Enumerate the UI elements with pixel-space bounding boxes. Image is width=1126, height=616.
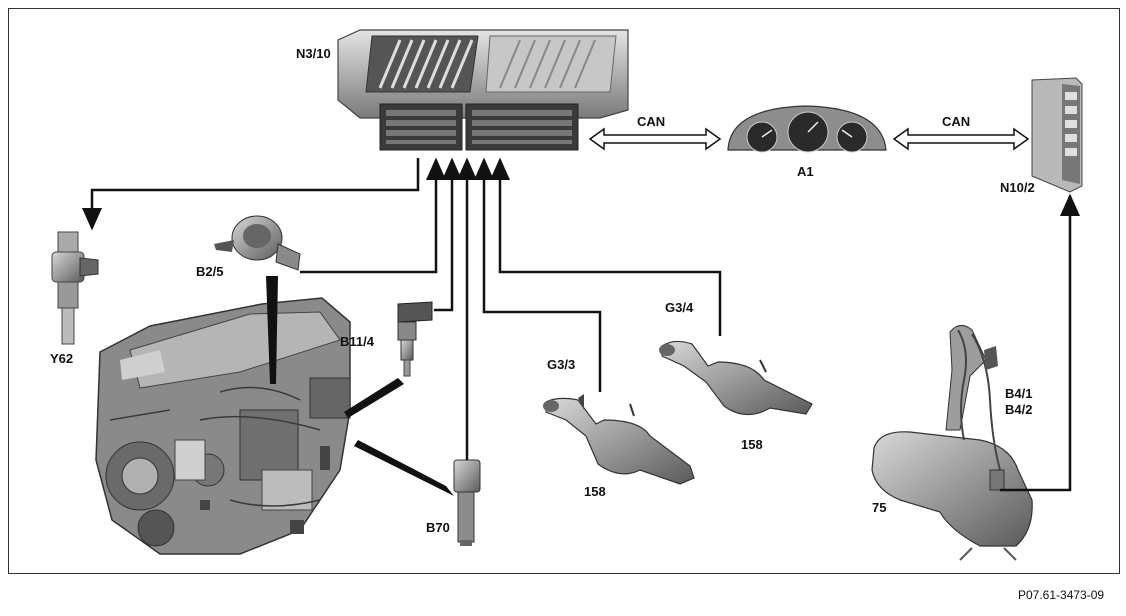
can-bus-right — [892, 127, 1030, 151]
label-can-left: CAN — [637, 114, 666, 129]
label-b11-4: B11/4 — [340, 334, 374, 349]
catalytic-converter-left — [543, 394, 695, 485]
leader-lines — [266, 276, 454, 496]
can-bus-left — [588, 127, 722, 151]
label-b4-1: B4/1 — [1005, 386, 1033, 401]
ecu-n3-10 — [337, 29, 629, 151]
figure-reference: P07.61-3473-09 — [1018, 588, 1105, 602]
engine-illustration — [95, 297, 351, 555]
label-g3-4: G3/4 — [665, 300, 694, 315]
temperature-sensor-b11-4 — [397, 301, 433, 377]
catalytic-converter-right — [659, 340, 813, 416]
instrument-cluster-a1 — [727, 105, 887, 153]
label-75: 75 — [872, 500, 887, 515]
diagram-frame — [8, 8, 1120, 574]
label-b70: B70 — [426, 520, 450, 535]
label-b4-2: B4/2 — [1005, 402, 1033, 417]
label-a1: A1 — [797, 164, 814, 179]
control-module-n10-2 — [1031, 77, 1083, 193]
label-n10-2: N10/2 — [1000, 180, 1035, 195]
label-can-right: CAN — [942, 114, 971, 129]
fuel-injector-y62 — [51, 231, 99, 345]
label-y62: Y62 — [50, 351, 74, 366]
connection-lines — [82, 157, 1080, 492]
fuel-tank-75 — [871, 325, 1033, 561]
label-158-right: 158 — [741, 437, 763, 452]
air-mass-sensor-b2-5 — [214, 215, 301, 271]
label-g3-3: G3/3 — [547, 357, 576, 372]
label-b2-5: B2/5 — [196, 264, 224, 279]
crankshaft-sensor-b70 — [453, 459, 481, 546]
label-n3-10: N3/10 — [296, 46, 331, 61]
label-158-left: 158 — [584, 484, 606, 499]
